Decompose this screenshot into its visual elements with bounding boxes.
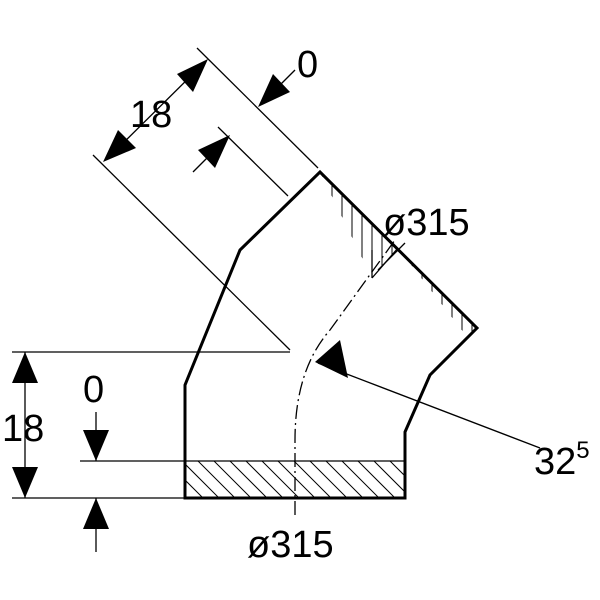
hatch-line [229,461,268,498]
hatch-line [277,461,316,498]
dim-label-top-diameter: ø315 [383,202,470,244]
arrow-icon [258,74,290,107]
hatch-line [438,461,475,498]
hatch-line [185,463,220,498]
arrow-icon [103,130,136,162]
dim-label-left-offset: 0 [83,369,104,411]
arrow-icon [198,135,230,168]
arrow-icon [83,430,109,461]
pipe-bend-outline [183,169,480,500]
hatch-line [406,461,443,498]
hatch-line [213,461,252,498]
centerline [294,239,396,515]
hatch-line [293,461,332,498]
hatch-line [325,461,364,498]
dim-label-angle: 325 [534,437,590,483]
bottom-section-hatch [185,461,475,498]
extension-line-top-center [92,154,291,351]
angle-leader-line [317,362,541,449]
hatch-line [185,479,204,498]
arrow-icon [177,59,208,92]
hatch-line [389,461,405,477]
dim-label-top-length: 18 [130,94,172,136]
hatch-line [422,461,459,498]
hatch-line [261,461,300,498]
dim-label-top-offset: 0 [297,44,318,86]
arrow-icon [315,340,348,378]
hatch-line [197,461,236,498]
arrow-icon [83,498,109,529]
hatch-line [245,461,284,498]
hatch-line [185,495,188,498]
hatch-line [357,461,396,498]
extension-line-top-inner [217,126,289,197]
hatch-line [341,461,380,498]
diameter-leader-line [377,242,406,271]
dim-label-left-length: 18 [2,408,44,450]
dim-label-bottom-diameter: ø315 [247,524,334,566]
arrow-icon [12,467,38,498]
hatch-line [309,461,348,498]
arrow-icon [12,352,38,383]
extension-line-top-outer [196,47,319,169]
